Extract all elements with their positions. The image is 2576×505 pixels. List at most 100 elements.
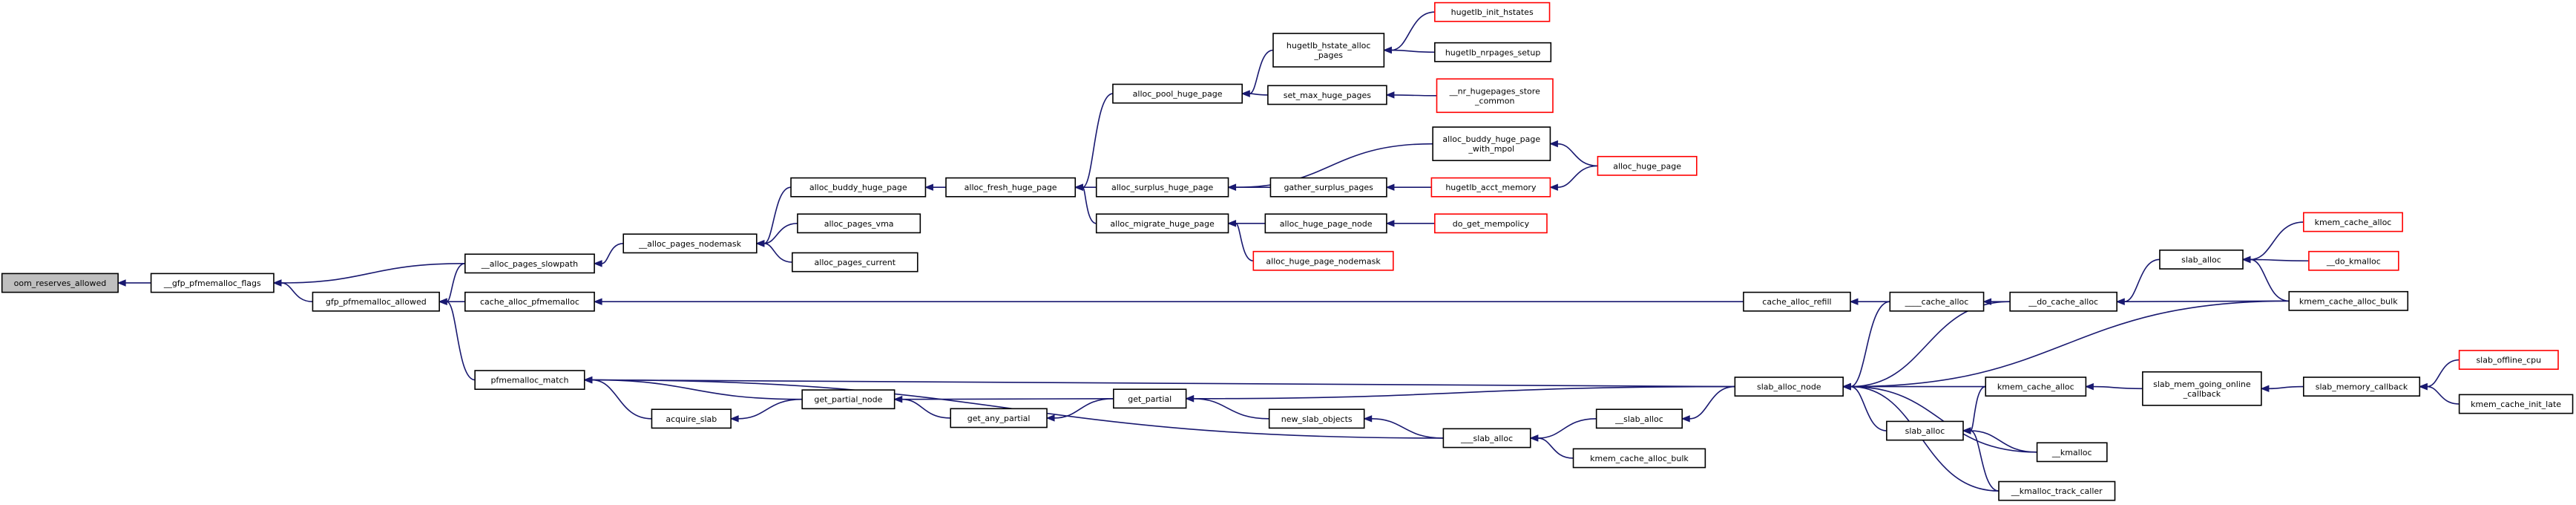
graph-node-new-slab-objects[interactable]: new_slab_objects [1268,408,1365,429]
call-edge [1850,300,2290,388]
graph-node-hugetlb-acct-memory[interactable]: hugetlb_acct_memory [1430,177,1551,198]
graph-node-gfp-pfmemalloc-flags[interactable]: __gfp_pfmemalloc_flags [150,273,275,293]
call-edge [280,282,313,302]
call-edge [1235,223,1254,262]
graph-node-slab-memory-callback[interactable]: slab_memory_callback [2302,377,2421,397]
graph-node-slab-alloc-bottom[interactable]: slab_alloc [1886,420,1964,441]
node-label: set_max_huge_pages [1284,91,1371,100]
node-label: alloc_buddy_huge_page [809,183,907,192]
node-label: alloc_pages_current [815,258,896,267]
graph-node-kmalloc-track-caller[interactable]: __kmalloc_track_caller [1998,480,2116,501]
call-edge [1537,437,1574,459]
node-label: kmem_cache_alloc_bulk [1590,454,1689,463]
call-edge [901,397,1114,400]
call-edge [763,243,792,263]
graph-node-acquire-slab[interactable]: acquire_slab [651,408,732,429]
edge-arrowhead [1549,140,1558,148]
node-label: get_partial_node [814,395,882,405]
graph-node-alloc-huge-page-node[interactable]: alloc_huge_page_node [1264,213,1387,234]
call-edge [1371,418,1444,439]
node-box [2302,212,2403,232]
node-box [790,177,927,198]
graph-node-slab-alloc[interactable]: ___slab_alloc [1442,428,1531,449]
graph-node-kmem-cache-alloc-bulk-mid[interactable]: kmem_cache_alloc_bulk [1572,448,1706,469]
call-edge [2268,385,2304,390]
graph-node-slab-mem-going-online-callback[interactable]: slab_mem_going_online_callback [2142,371,2262,406]
node-box [1886,420,1964,441]
call-edge [601,243,624,264]
call-edge [1391,49,1435,53]
graph-node-pfmemalloc-match[interactable]: pfmemalloc_match [474,370,585,390]
graph-node-alloc-fresh-huge-page[interactable]: alloc_fresh_huge_page [945,177,1077,198]
graph-node-cache-alloc[interactable]: ____cache_alloc [1889,291,1985,312]
graph-node-slab-alloc-node[interactable]: slab_alloc_node [1734,377,1844,397]
call-edge [2427,359,2460,388]
edge-arrowhead [2241,255,2251,264]
graph-node-hugetlb-nrpages-setup[interactable]: hugetlb_nrpages_setup [1434,42,1552,62]
graph-node-cache-alloc-refill[interactable]: cache_alloc_refill [1743,291,1851,312]
edge-arrowhead [1045,414,1055,422]
graph-node-gather-surplus-pages[interactable]: gather_surplus_pages [1269,177,1387,198]
node-label: __do_cache_alloc [2028,297,2098,307]
edge-arrowhead [438,298,447,305]
node-box [2302,377,2421,397]
graph-node-get-any-partial[interactable]: get_any_partial [950,408,1048,429]
node-label: _pages [1313,50,1343,60]
graph-node-alloc-pages-current[interactable]: alloc_pages_current [792,252,919,273]
graph-node-kmem-cache-alloc-mid[interactable]: kmem_cache_alloc [1985,377,2087,397]
graph-node-kmem-cache-alloc-bulk-right[interactable]: kmem_cache_alloc_bulk [2288,290,2409,311]
graph-node-alloc-buddy-huge-page-with-mpol[interactable]: alloc_buddy_huge_page_with_mpol [1432,126,1551,161]
graph-node-alloc-pool-huge-page[interactable]: alloc_pool_huge_page [1112,83,1243,104]
graph-node-kmem-cache-init-late[interactable]: kmem_cache_init_late [2458,394,2574,414]
graph-node-slab-alloc-top[interactable]: slab_alloc [2159,250,2244,270]
graph-node-kmem-cache-alloc-top[interactable]: kmem_cache_alloc [2302,212,2403,232]
graph-node-do-get-mempolicy[interactable]: do_get_mempolicy [1434,213,1548,234]
call-edge [1235,143,1433,188]
edge-arrowhead [1385,220,1395,227]
node-box [1434,42,1552,62]
call-edge [1082,93,1114,188]
call-edge [2124,258,2161,302]
graph-node-cache-alloc-pfmemalloc[interactable]: cache_alloc_pfmemalloc [464,291,595,312]
graph-node-do-kmalloc[interactable]: __do_kmalloc [2308,250,2399,271]
graph-node-alloc-huge-page-nodemask[interactable]: alloc_huge_page_nodemask [1252,250,1394,271]
graph-node-get-partial-node[interactable]: get_partial_node [801,389,896,410]
edge-arrowhead [1549,183,1558,191]
edge-arrowhead [755,240,765,247]
graph-node-alloc-pages-nodemask[interactable]: __alloc_pages_nodemask [622,233,758,254]
graph-node-alloc-surplus-huge-page[interactable]: alloc_surplus_huge_page [1095,177,1229,198]
edge-arrowhead [1962,427,1971,434]
graph-node-get-partial[interactable]: get_partial [1113,388,1187,409]
graph-node-alloc-buddy-huge-page[interactable]: alloc_buddy_huge_page [790,177,927,198]
node-label: __do_kmalloc [2326,256,2381,266]
graph-node-slab-alloc[interactable]: __slab_alloc [1595,408,1683,429]
graph-node-do-cache-alloc[interactable]: __do_cache_alloc [2009,291,2117,312]
graph-node-alloc-pages-slowpath[interactable]: __alloc_pages_slowpath [464,253,595,274]
node-label: _callback [2183,389,2221,399]
node-label: get_any_partial [967,414,1031,423]
graph-node-hugetlb-hstate-alloc-pages[interactable]: hugetlb_hstate_alloc_pages [1272,33,1385,68]
node-box [651,408,732,429]
graph-node-alloc-huge-page[interactable]: alloc_huge_page [1597,155,1698,176]
node-box [2009,291,2117,312]
edge-arrowhead [1841,382,1851,391]
graph-node-set-max-huge-pages[interactable]: set_max_huge_pages [1267,85,1387,105]
graph-node-alloc-pages-vma[interactable]: alloc_pages_vma [797,213,921,234]
node-box [474,370,585,390]
graph-node-hugetlb-init-hstates[interactable]: hugetlb_init_hstates [1434,1,1551,22]
graph-node-nr-hugepages-store-common[interactable]: __nr_hugepages_store_common [1436,78,1554,114]
edge-arrowhead [272,279,282,287]
node-box [792,252,919,273]
graph-node-alloc-migrate-huge-page[interactable]: alloc_migrate_huge_page [1095,213,1229,234]
graph-node-kmalloc[interactable]: __kmalloc [2036,442,2108,463]
call-edge [1537,418,1597,439]
graph-node-gfp-pfmemalloc-allowed[interactable]: gfp_pfmemalloc_allowed [312,291,440,312]
graph-node-slab-offline-cpu[interactable]: slab_offline_cpu [2458,350,2559,370]
node-label: pfmemalloc_match [490,376,568,385]
graph-node-oom-reserves-allowed[interactable]: oom_reserves_allowed [1,273,119,293]
node-box [797,213,921,234]
node-box [1434,1,1551,22]
node-label: kmem_cache_alloc [1997,382,2074,392]
node-box [1432,126,1551,161]
